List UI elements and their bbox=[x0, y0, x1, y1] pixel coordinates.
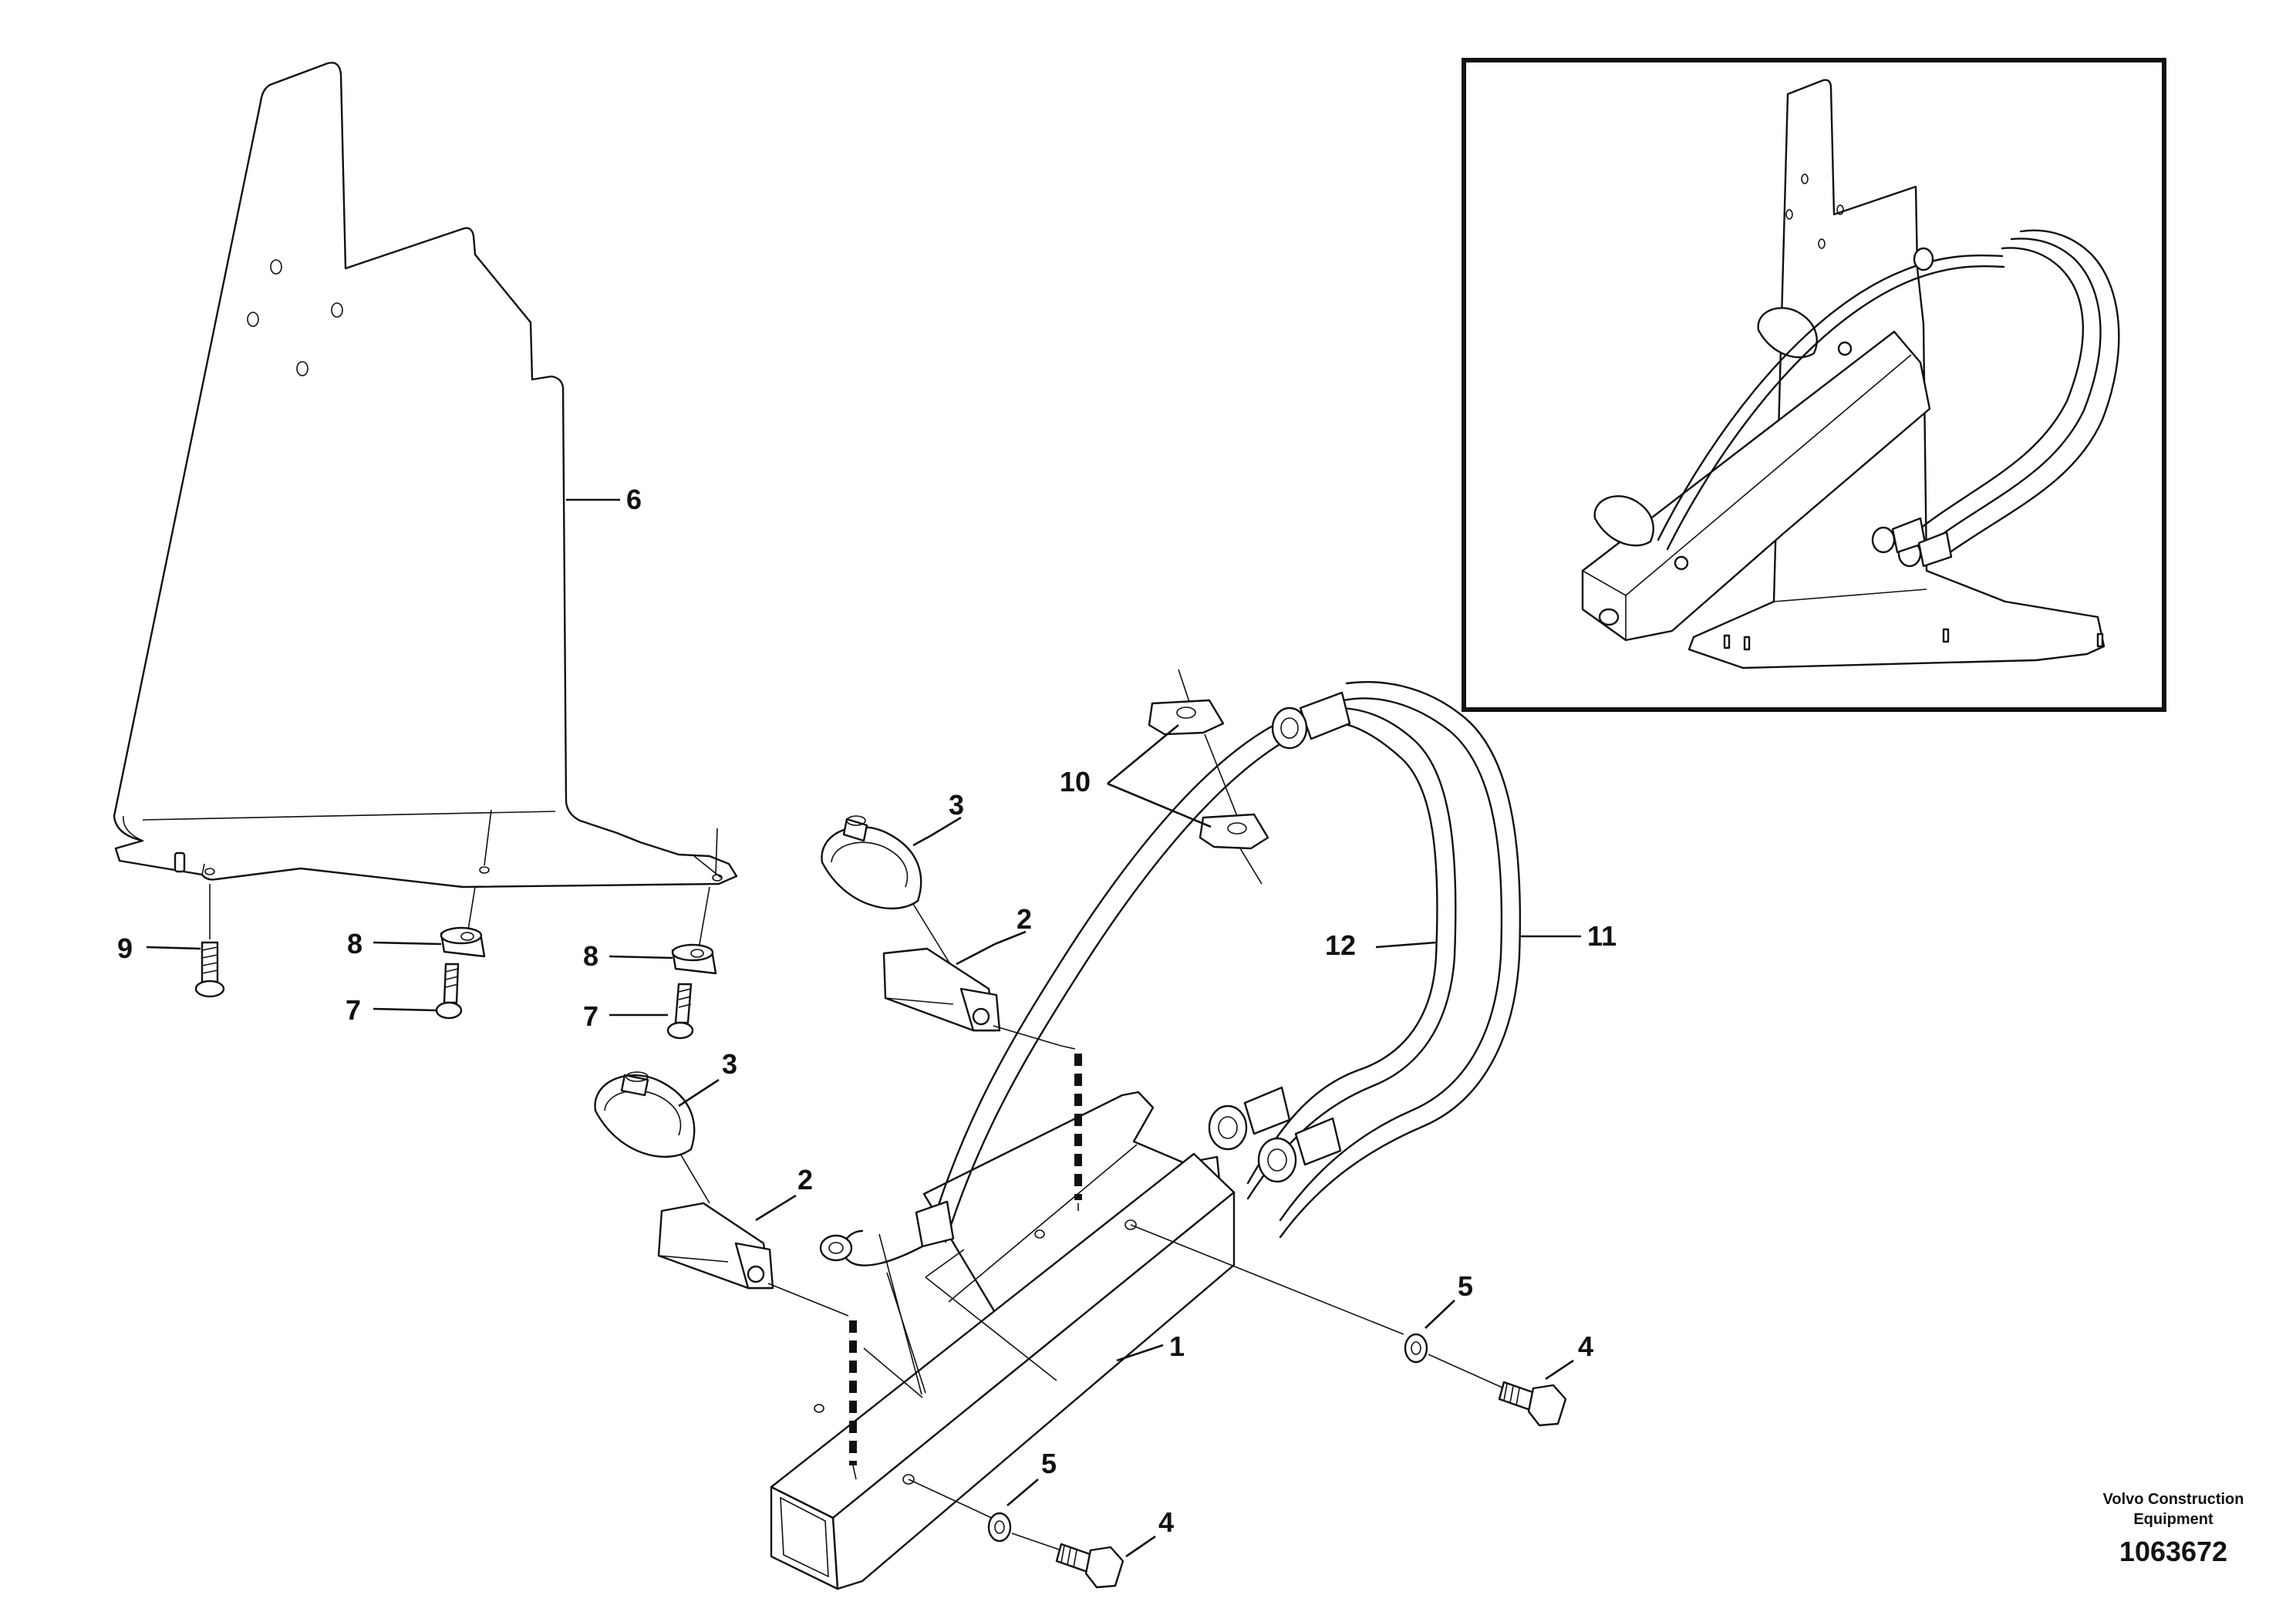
hose-part-12 bbox=[1246, 706, 1457, 1200]
assembly-line-washer-bolt-upper bbox=[1428, 1354, 1505, 1389]
assembly-line-washer-bolt-lower bbox=[1011, 1533, 1062, 1551]
callout-9: 9 bbox=[117, 932, 133, 964]
footer-brand-block: Volvo Construction Equipment 1063672 bbox=[2103, 1491, 2244, 1567]
hose-end-eye-fitting bbox=[819, 1200, 955, 1394]
callout-7-left: 7 bbox=[346, 994, 361, 1026]
callout-5-upper: 5 bbox=[1458, 1270, 1473, 1302]
screw-part-9 bbox=[194, 941, 225, 998]
clamp-ring-part-3-upper bbox=[821, 815, 951, 965]
bracket-part-1 bbox=[770, 1091, 1236, 1590]
callout-5-lower: 5 bbox=[1041, 1448, 1057, 1479]
clamp-half-part-10-lower bbox=[1199, 733, 1269, 885]
hose-fitting-lower-right bbox=[1257, 1117, 1342, 1183]
callout-3-upper: 3 bbox=[949, 789, 964, 821]
washer-part-5-lower bbox=[987, 1512, 1012, 1543]
callout-8-left: 8 bbox=[347, 928, 362, 959]
brand-line-1: Volvo Construction bbox=[2103, 1491, 2244, 1508]
bolt-part-7-left bbox=[435, 963, 463, 1020]
callout-1: 1 bbox=[1169, 1330, 1185, 1362]
spacer-part-8-right bbox=[671, 943, 717, 975]
callout-labels: 6 9 8 7 8 7 3 2 3 2 1 10 12 11 5 4 5 4 bbox=[117, 484, 1617, 1538]
clamp-half-part-10-upper bbox=[1148, 669, 1225, 736]
bolt-part-7-right bbox=[666, 983, 694, 1040]
hose-fitting-lower-left bbox=[1208, 1086, 1291, 1151]
callout-2-lower: 2 bbox=[797, 1164, 813, 1195]
clamp-ring-part-3-lower bbox=[594, 1071, 710, 1204]
assembly-line-lower-bolt bbox=[908, 1479, 996, 1520]
callout-12: 12 bbox=[1325, 929, 1356, 961]
assembled-view-inset bbox=[1462, 58, 2166, 712]
assembly-line-upper-bolt bbox=[1130, 1224, 1404, 1335]
spacer-part-8-left bbox=[440, 926, 486, 958]
callout-3-lower: 3 bbox=[722, 1048, 737, 1080]
hose-fitting-top bbox=[1271, 691, 1351, 750]
callout-leaders bbox=[146, 498, 1581, 1558]
callout-6: 6 bbox=[626, 484, 642, 515]
callout-4-upper: 4 bbox=[1578, 1330, 1593, 1362]
callout-8-right: 8 bbox=[583, 940, 598, 972]
callout-4-lower: 4 bbox=[1158, 1506, 1174, 1538]
washer-part-5-upper bbox=[1404, 1333, 1428, 1364]
bolt-part-4-lower bbox=[1055, 1543, 1124, 1589]
clamp-saddle-part-2-upper bbox=[882, 947, 1062, 1047]
document-number: 1063672 bbox=[2119, 1536, 2227, 1567]
assembly-dashed-lines bbox=[849, 1045, 1082, 1480]
bolt-part-4-upper bbox=[1498, 1381, 1567, 1427]
callout-11: 11 bbox=[1587, 920, 1617, 952]
clamp-saddle-part-2-lower bbox=[657, 1202, 849, 1317]
callout-7-right: 7 bbox=[583, 1000, 598, 1032]
callout-2-upper: 2 bbox=[1017, 903, 1032, 935]
callout-10: 10 bbox=[1060, 766, 1091, 798]
mounting-plate-part-6 bbox=[113, 62, 738, 949]
brand-line-2: Equipment bbox=[2133, 1511, 2213, 1528]
